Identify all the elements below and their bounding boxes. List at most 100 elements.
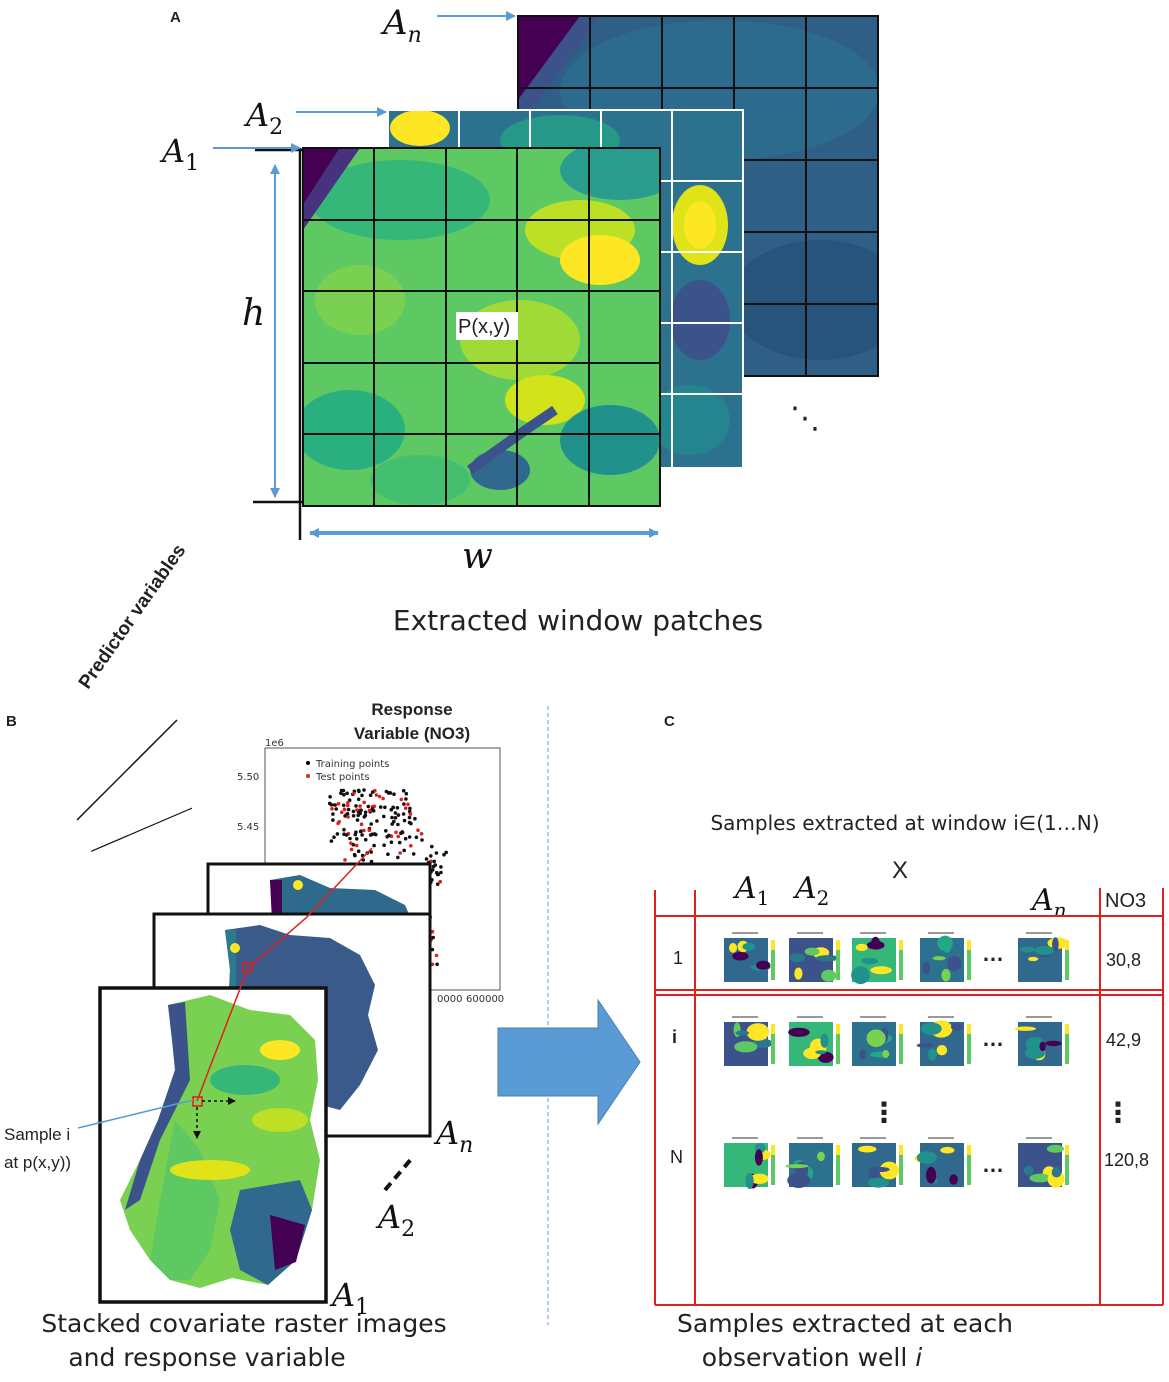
scatter-point (403, 806, 408, 810)
scatter-point (382, 814, 386, 819)
scatter-point (346, 801, 350, 805)
scatter-point (388, 791, 393, 795)
scatter-point (389, 807, 394, 812)
layer-gap-dashes (383, 1156, 414, 1192)
scatter-point (339, 810, 344, 815)
scatter-point (435, 882, 440, 886)
scatter-point (355, 818, 360, 822)
scatter-point (402, 802, 406, 806)
scatter-point (407, 815, 412, 820)
sample-table (654, 888, 1164, 1306)
panel-b-letter: B (6, 713, 17, 730)
response-title-line2: Variable (NO3) (354, 724, 470, 743)
scatter-point (435, 962, 439, 967)
panel-a-dots: ⋱ (790, 402, 820, 435)
scatter-point (339, 791, 343, 796)
scatter-point (328, 795, 332, 799)
scatter-point (358, 804, 362, 808)
scatter-point (329, 839, 334, 843)
scatter-point (383, 805, 387, 810)
scatter-point (402, 848, 407, 853)
scatter-point (401, 788, 406, 793)
panel-a-caption: Extracted window patches (393, 604, 763, 637)
scatter-point (345, 791, 349, 796)
point-label-box (456, 312, 518, 340)
row-1-label: 1 (673, 948, 683, 968)
scatter-point (362, 800, 367, 805)
scatter-point (398, 851, 402, 855)
scatter-point (341, 803, 346, 808)
scatter-point (348, 836, 352, 841)
scatter-point (349, 841, 353, 845)
x-matrix-label: X (892, 857, 908, 884)
scatter-point (438, 879, 443, 884)
sample-thumbnail (852, 1137, 903, 1188)
scatter-point (374, 793, 379, 797)
sample-thumbnail (851, 932, 903, 985)
sample-thumbnail (724, 932, 775, 982)
sample-thumbnail (789, 932, 840, 982)
scatter-point (408, 806, 412, 811)
scatter-point (402, 818, 407, 823)
scatter-point (386, 852, 390, 856)
scatter-point (404, 791, 409, 796)
scatter-point (368, 793, 373, 797)
sample-thumbnail (788, 1016, 840, 1066)
panel-c-letter: C (664, 713, 675, 730)
scatter-point (395, 806, 400, 810)
scatter-point (351, 814, 356, 818)
scatter-point (396, 834, 401, 839)
legend-training: Training points (315, 759, 389, 770)
scatter-point (444, 850, 449, 855)
scatter-point (409, 821, 413, 826)
scatter-point (355, 837, 359, 841)
sample-thumbnail (724, 1137, 775, 1189)
row-1-ellipsis: … (982, 941, 1004, 966)
scatter-point (390, 815, 394, 820)
scatter-point (404, 797, 408, 801)
scatter-point (396, 855, 400, 860)
scatter-point (434, 953, 439, 958)
scatter-point (390, 822, 395, 826)
scatter-point (416, 828, 420, 832)
scatter-point (369, 850, 374, 854)
scatter-point (352, 791, 356, 796)
scatter-point (343, 814, 347, 818)
scatter-point (334, 807, 339, 811)
scatter-point (356, 788, 361, 793)
scatter-point (362, 815, 367, 819)
row-n-label: N (670, 1147, 683, 1167)
row-1-value: 30,8 (1106, 950, 1141, 970)
scatter-point (344, 833, 349, 837)
scatter-point (356, 813, 361, 817)
panel-b: B Response Variable (NO3) 1e6 5.50 5.45 … (4, 541, 504, 1372)
row-n-value: 120,8 (1104, 1150, 1149, 1170)
scatter-point (411, 852, 416, 856)
map-a2-label: A2 (375, 1198, 415, 1242)
scatter-point (442, 852, 446, 857)
scatter-point (430, 962, 435, 967)
scatter-point (407, 835, 412, 839)
scatter-point (332, 803, 337, 807)
sample-thumbnail (1018, 1137, 1069, 1188)
scatter-point (436, 872, 441, 877)
sample-pointer-line (77, 1099, 194, 1129)
scatter-point (375, 819, 379, 823)
scatter-point (349, 847, 354, 852)
y-tick-2: 5.45 (237, 822, 259, 833)
scatter-point (330, 807, 334, 811)
scatter-point (342, 793, 346, 797)
scatter-point (367, 808, 372, 813)
sample-thumbnail (1018, 932, 1069, 982)
scatter-point (366, 804, 371, 809)
x-tick-2: 600000 (466, 994, 504, 1005)
scatter-point (363, 810, 368, 815)
scatter-point (359, 822, 364, 826)
row-i-label: i (672, 1027, 677, 1047)
scatter-point (331, 812, 335, 816)
scatter-point (409, 844, 413, 848)
scatter-point (377, 794, 382, 799)
sample-thumbnail (914, 1137, 971, 1187)
sample-label-line2: at p(x,y)) (4, 1153, 71, 1172)
scatter-point (406, 802, 410, 807)
